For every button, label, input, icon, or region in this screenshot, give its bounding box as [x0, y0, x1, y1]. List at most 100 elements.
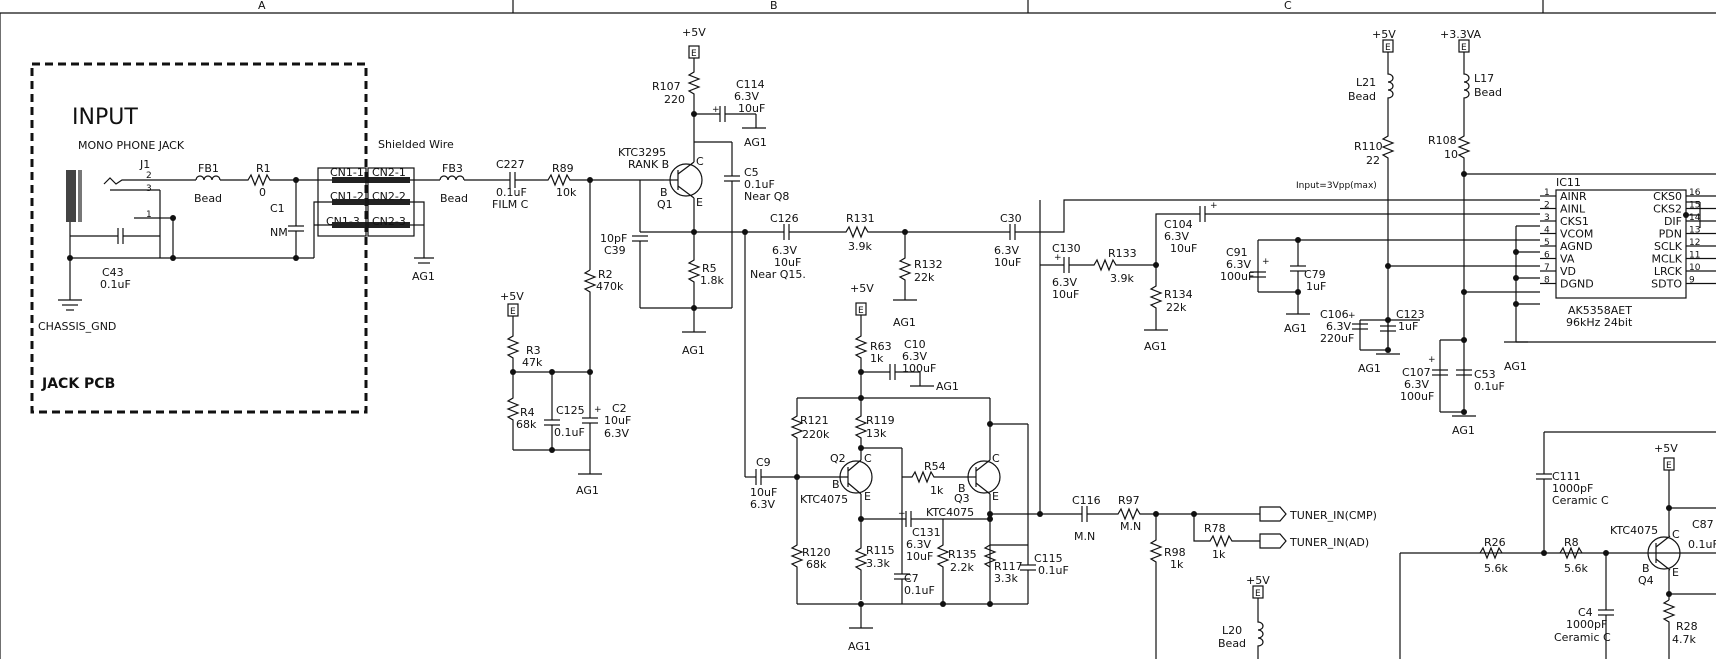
ic11-part: AK5358AET: [1568, 304, 1632, 317]
ic11-right-pin-number: 11: [1689, 251, 1700, 261]
ic11-right-pin-name: SDTO: [1651, 278, 1682, 291]
column-label-a: A: [258, 0, 266, 12]
r2-value: 470k: [596, 280, 624, 293]
c91-plus: +: [1262, 257, 1270, 267]
ic11-right-pin-name: PDN: [1659, 228, 1682, 241]
c39-label: C39: [604, 244, 626, 257]
ic11-right-pin-number: 9: [1689, 276, 1695, 286]
phone-jack-body: [66, 170, 76, 222]
r4-label: R4: [520, 406, 535, 419]
c116-value: M.N: [1074, 530, 1095, 543]
ic11-right-pin-number: 12: [1689, 238, 1700, 248]
ic11-spec: 96kHz 24bit: [1566, 316, 1633, 329]
l17-value: Bead: [1474, 86, 1502, 99]
r120-value: 68k: [806, 558, 827, 571]
r134-value: 22k: [1166, 301, 1187, 314]
c126-label: C126: [770, 212, 799, 225]
cn2-3-label: CN2-3: [372, 215, 406, 228]
r135-label: R135: [948, 548, 977, 561]
r97-value: M.N: [1120, 520, 1141, 533]
ic11-right-pin-name: MCLK: [1651, 253, 1682, 266]
ic11-left-pin-name: CKS1: [1560, 215, 1589, 228]
q3-b: B: [958, 482, 966, 495]
c4-type: Ceramic C: [1554, 631, 1611, 644]
plus5v-q1: +5V: [682, 26, 706, 39]
c126-value: 10uF: [774, 256, 801, 269]
tuner-output: C116 M.N R97 M.N R78 1k TUNER_IN(CMP) TU…: [987, 200, 1377, 659]
c30-label: C30: [1000, 212, 1022, 225]
e-q2: E: [858, 306, 864, 316]
c7-value: 0.1uF: [904, 584, 935, 597]
r2-label: R2: [598, 268, 613, 281]
q1-label: Q1: [657, 198, 673, 211]
r117-value: 3.3k: [994, 572, 1018, 585]
ag1-bias: AG1: [576, 484, 599, 497]
plus5v-l20: +5V: [1246, 574, 1270, 587]
r107-value: 220: [664, 93, 685, 106]
e-l20: E: [1255, 589, 1261, 599]
r115-label: R115: [866, 544, 895, 557]
r89-label: R89: [552, 162, 574, 175]
cn2-connector: Shielded Wire CN2-1 CN2-2 CN2-3 AG1: [367, 138, 454, 283]
r8-label: R8: [1564, 536, 1579, 549]
c106-value: 220uF: [1320, 332, 1354, 345]
c123-label: C123: [1396, 308, 1425, 321]
c91-label: C91: [1226, 246, 1248, 259]
r4-value: 68k: [516, 418, 537, 431]
q3-e: E: [992, 490, 999, 503]
ag1-c10: AG1: [936, 380, 959, 393]
fb1-label: FB1: [198, 162, 219, 175]
c5-label: C5: [744, 166, 759, 179]
c107-plus: +: [1428, 355, 1436, 365]
ic11-right-pin-name: DIF: [1664, 215, 1682, 228]
c107-label: C107: [1402, 366, 1431, 379]
r63-value: 1k: [870, 352, 884, 365]
ic11-right-pin-name: LRCK: [1654, 265, 1683, 278]
q4-part: KTC4075: [1610, 524, 1658, 537]
c7-label: C7: [904, 572, 919, 585]
c114-label: C114: [736, 78, 765, 91]
ic11-left-pin-number: 6: [1544, 251, 1550, 261]
q4-stage: C111 1000pF Ceramic C R26 5.6k R8 5.6k C…: [1399, 431, 1716, 659]
c104-value: 10uF: [1170, 242, 1197, 255]
q4-c: C: [1672, 528, 1680, 541]
q3-c: C: [992, 452, 1000, 465]
ic11-right-pin-name: CKS2: [1653, 203, 1682, 216]
l21-value: Bead: [1348, 90, 1376, 103]
l21-label: L21: [1356, 76, 1376, 89]
e-l17: E: [1461, 43, 1467, 53]
ic11-right-pin-number: 13: [1689, 226, 1700, 236]
c2-value: 10uF: [604, 414, 631, 427]
q4-b: B: [1642, 562, 1650, 575]
r3-label: R3: [526, 344, 541, 357]
e-q4: E: [1666, 461, 1672, 471]
c10-value: 100uF: [902, 362, 936, 375]
fb1-value: Bead: [194, 192, 222, 205]
r78-label: R78: [1204, 522, 1226, 535]
r119-label: R119: [866, 414, 895, 427]
r107-label: R107: [652, 80, 681, 93]
c1-value: NM: [270, 226, 288, 239]
plus5v-q4: +5V: [1654, 442, 1678, 455]
chassis-gnd-label: CHASSIS_GND: [38, 320, 116, 333]
c1-label: C1: [270, 202, 285, 215]
r131-value: 3.9k: [848, 240, 872, 253]
c227-type: FILM C: [492, 198, 529, 211]
cn2-1-label: CN2-1: [372, 166, 406, 179]
c125-label: C125: [556, 404, 585, 417]
r132-label: R132: [914, 258, 943, 271]
jack-pcb-label: JACK PCB: [41, 376, 115, 392]
fb3-value: Bead: [440, 192, 468, 205]
r135-value: 2.2k: [950, 561, 974, 574]
r1-label: R1: [256, 162, 271, 175]
l20-label: L20: [1222, 624, 1242, 637]
c104-label: C104: [1164, 218, 1193, 231]
ic11-left-pin-number: 4: [1544, 226, 1550, 236]
ic11-left-pin-name: VCOM: [1560, 228, 1593, 241]
q2-e: E: [864, 490, 871, 503]
e-l21: E: [1385, 43, 1391, 53]
r28-label: R28: [1676, 620, 1698, 633]
ic11-left-pin-name: AGND: [1560, 240, 1593, 253]
ic11-left-pin-number: 8: [1544, 276, 1550, 286]
